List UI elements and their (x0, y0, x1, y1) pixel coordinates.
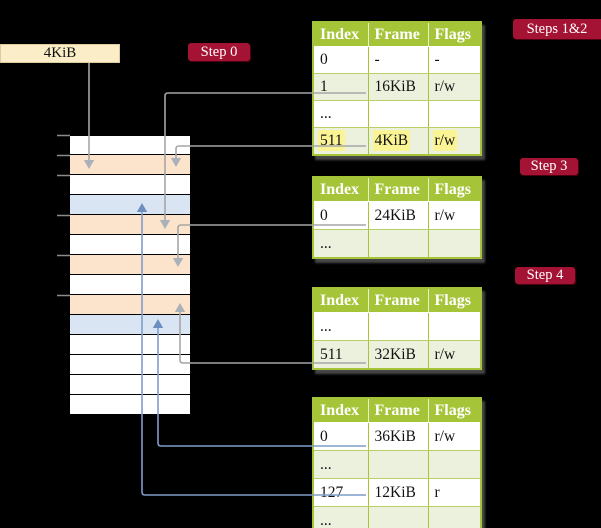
pte-index: ... (313, 229, 369, 259)
header-index: Index (313, 177, 369, 202)
page-table-level-1: Index Frame Flags 0 - - 1 16KiB r/w ... … (312, 21, 482, 156)
pte-frame (368, 506, 429, 528)
pte-row: ... (313, 506, 481, 528)
memory-frame-row (70, 195, 190, 215)
pte-index: ... (313, 450, 369, 479)
steps-1-2-badge: Steps 1&2 (513, 19, 601, 39)
pte-row: 0 36KiB r/w (313, 422, 481, 451)
highlighted-value: 511 (320, 132, 343, 149)
pte-frame (368, 100, 429, 128)
pte-frame (368, 312, 429, 341)
header-flags: Flags (428, 398, 481, 423)
page-table-level-3: Index Frame Flags ... 511 32KiB r/w (312, 287, 482, 370)
pte-row: ... (313, 450, 481, 479)
pte-index: 0 (313, 201, 369, 230)
memory-frame-row (70, 295, 190, 315)
memory-frame-row (70, 135, 190, 155)
pte-row: 1 16KiB r/w (313, 73, 481, 101)
pte-index: 511 (313, 127, 369, 156)
pte-index: ... (313, 312, 369, 341)
pte-flags: r (428, 478, 481, 507)
pte-frame: 32KiB (368, 340, 429, 370)
pte-frame (368, 450, 429, 479)
table-header-row: Index Frame Flags (313, 22, 481, 47)
pte-row: ... (313, 229, 481, 259)
pte-row: 0 - - (313, 46, 481, 74)
pte-row: 127 12KiB r (313, 478, 481, 507)
pte-frame: 4KiB (368, 127, 429, 156)
pte-frame: 36KiB (368, 422, 429, 451)
pte-frame (368, 229, 429, 259)
frame-boundary-ticks (57, 134, 70, 297)
pte-index: 0 (313, 422, 369, 451)
highlighted-value: 4KiB (374, 132, 409, 149)
pte-flags (428, 229, 481, 259)
table-header-row: Index Frame Flags (313, 288, 481, 313)
pte-flags (428, 312, 481, 341)
header-frame: Frame (368, 288, 429, 313)
memory-frame-row (70, 215, 190, 235)
pte-index: 127 (313, 478, 369, 507)
pte-row: ... (313, 312, 481, 341)
table-header-row: Index Frame Flags (313, 177, 481, 202)
pte-flags (428, 506, 481, 528)
memory-frame-row (70, 235, 190, 255)
page-table-level-4: Index Frame Flags 0 36KiB r/w ... 127 12… (312, 397, 482, 528)
memory-frame-row (70, 275, 190, 295)
highlighted-value: r/w (434, 132, 456, 149)
pte-flags: - (428, 46, 481, 74)
pte-flags: r/w (428, 73, 481, 101)
step-3-badge: Step 3 (520, 158, 578, 175)
pte-frame: - (368, 46, 429, 74)
header-flags: Flags (428, 177, 481, 202)
pte-row-highlighted: 511 4KiB r/w (313, 127, 481, 156)
memory-frame-row (70, 355, 190, 375)
pte-flags: r/w (428, 201, 481, 230)
pte-row: 511 32KiB r/w (313, 340, 481, 370)
pte-flags: r/w (428, 340, 481, 370)
header-flags: Flags (428, 288, 481, 313)
table-header-row: Index Frame Flags (313, 398, 481, 423)
pte-frame: 16KiB (368, 73, 429, 101)
pte-index: ... (313, 506, 369, 528)
header-index: Index (313, 288, 369, 313)
step-4-badge: Step 4 (515, 267, 575, 284)
pte-frame: 24KiB (368, 201, 429, 230)
memory-frame-row (70, 375, 190, 395)
memory-frame-row (70, 175, 190, 195)
pte-index: ... (313, 100, 369, 128)
pte-index: 0 (313, 46, 369, 74)
memory-frame-row (70, 315, 190, 335)
frame-size-label-box: 4KiB (0, 44, 120, 63)
header-frame: Frame (368, 398, 429, 423)
pte-flags: r/w (428, 127, 481, 156)
pte-flags (428, 100, 481, 128)
header-frame: Frame (368, 22, 429, 47)
header-frame: Frame (368, 177, 429, 202)
pte-row: ... (313, 100, 481, 128)
physical-memory-stack (70, 135, 190, 415)
header-flags: Flags (428, 22, 481, 47)
pte-flags: r/w (428, 422, 481, 451)
pte-frame: 12KiB (368, 478, 429, 507)
memory-frame-row (70, 255, 190, 275)
header-index: Index (313, 398, 369, 423)
pte-index: 511 (313, 340, 369, 370)
memory-frame-row (70, 395, 190, 415)
memory-frame-row (70, 335, 190, 355)
header-index: Index (313, 22, 369, 47)
page-table-level-2: Index Frame Flags 0 24KiB r/w ... (312, 176, 482, 259)
step-0-badge: Step 0 (188, 43, 250, 61)
memory-frame-row (70, 155, 190, 175)
pte-row: 0 24KiB r/w (313, 201, 481, 230)
pte-flags (428, 450, 481, 479)
frame-size-label: 4KiB (43, 45, 77, 61)
pte-index: 1 (313, 73, 369, 101)
